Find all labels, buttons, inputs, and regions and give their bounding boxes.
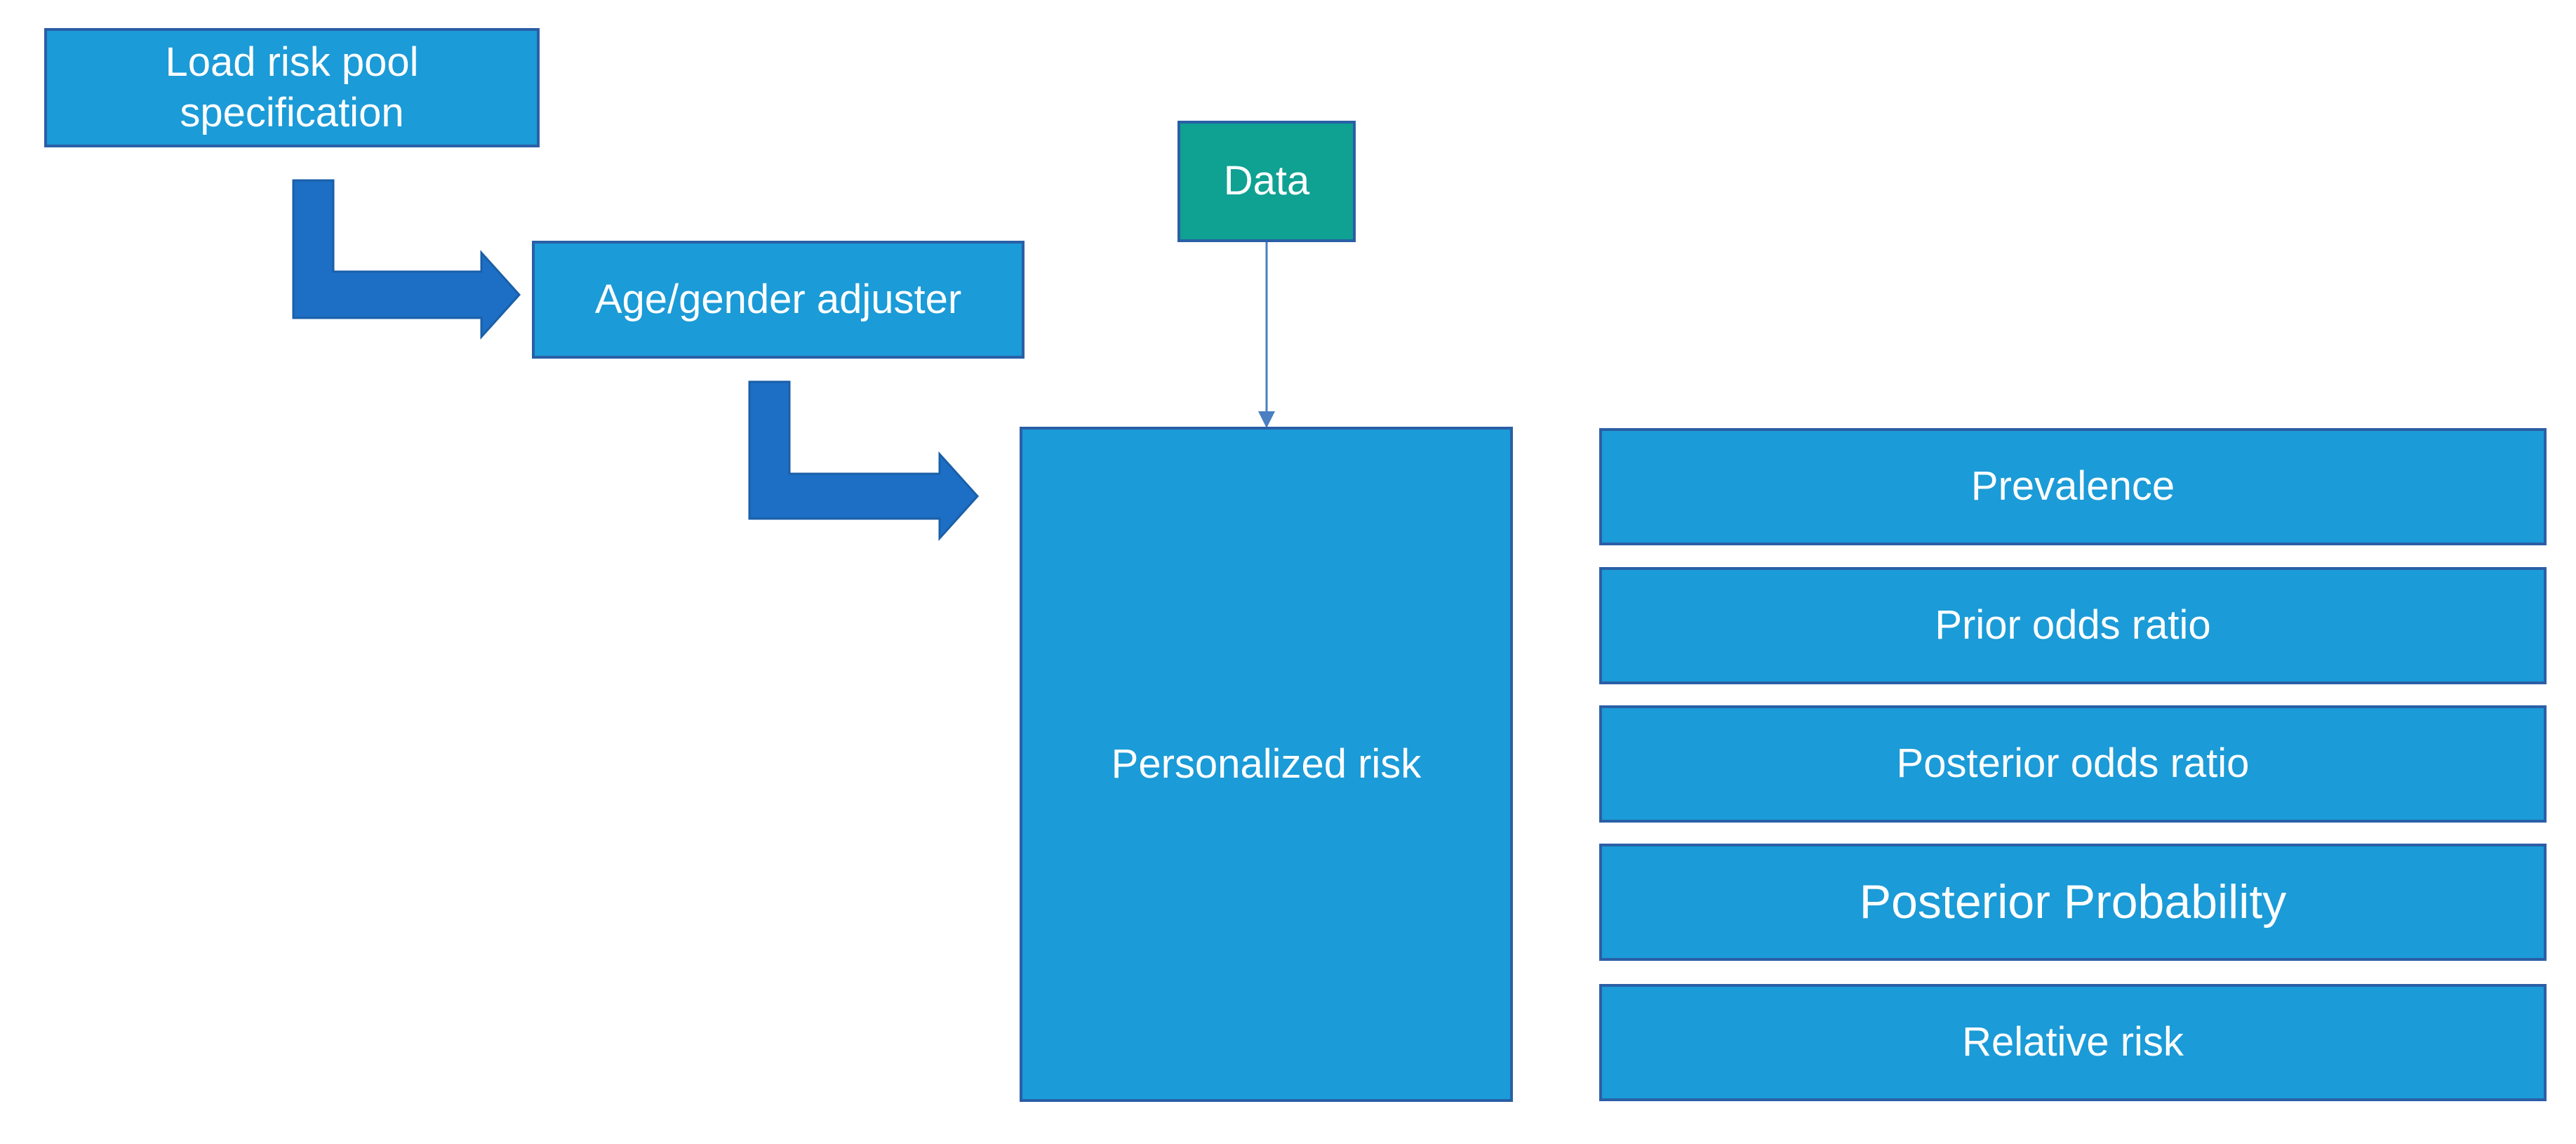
data-connector-arrowhead [1258,411,1275,428]
output-posterior-odds-ratio-label: Posterior odds ratio [1896,740,2250,787]
bent-arrow-spec-to-adjuster [292,179,521,340]
output-posterior-probability-box: Posterior Probability [1599,844,2547,961]
output-posterior-probability-label: Posterior Probability [1859,875,2287,929]
age-gender-adjuster-box: Age/gender adjuster [532,241,1025,359]
personalized-risk-label: Personalized risk [1111,740,1422,787]
output-prior-odds-ratio-label: Prior odds ratio [1935,602,2211,649]
output-prevalence-label: Prevalence [1970,463,2175,510]
output-relative-risk-label: Relative risk [1962,1019,2184,1065]
output-prior-odds-ratio-box: Prior odds ratio [1599,567,2547,684]
output-posterior-odds-ratio-box: Posterior odds ratio [1599,705,2547,823]
bent-arrow-adjuster-to-risk [748,380,980,541]
data-box: Data [1177,121,1356,242]
output-prevalence-box: Prevalence [1599,428,2547,545]
load-risk-pool-spec-label: Load risk pool specification [165,39,419,136]
load-risk-pool-spec-box: Load risk pool specification [44,28,540,147]
output-relative-risk-box: Relative risk [1599,984,2547,1101]
age-gender-adjuster-label: Age/gender adjuster [594,276,962,322]
personalized-risk-box: Personalized risk [1020,427,1513,1102]
data-label: Data [1223,158,1310,204]
